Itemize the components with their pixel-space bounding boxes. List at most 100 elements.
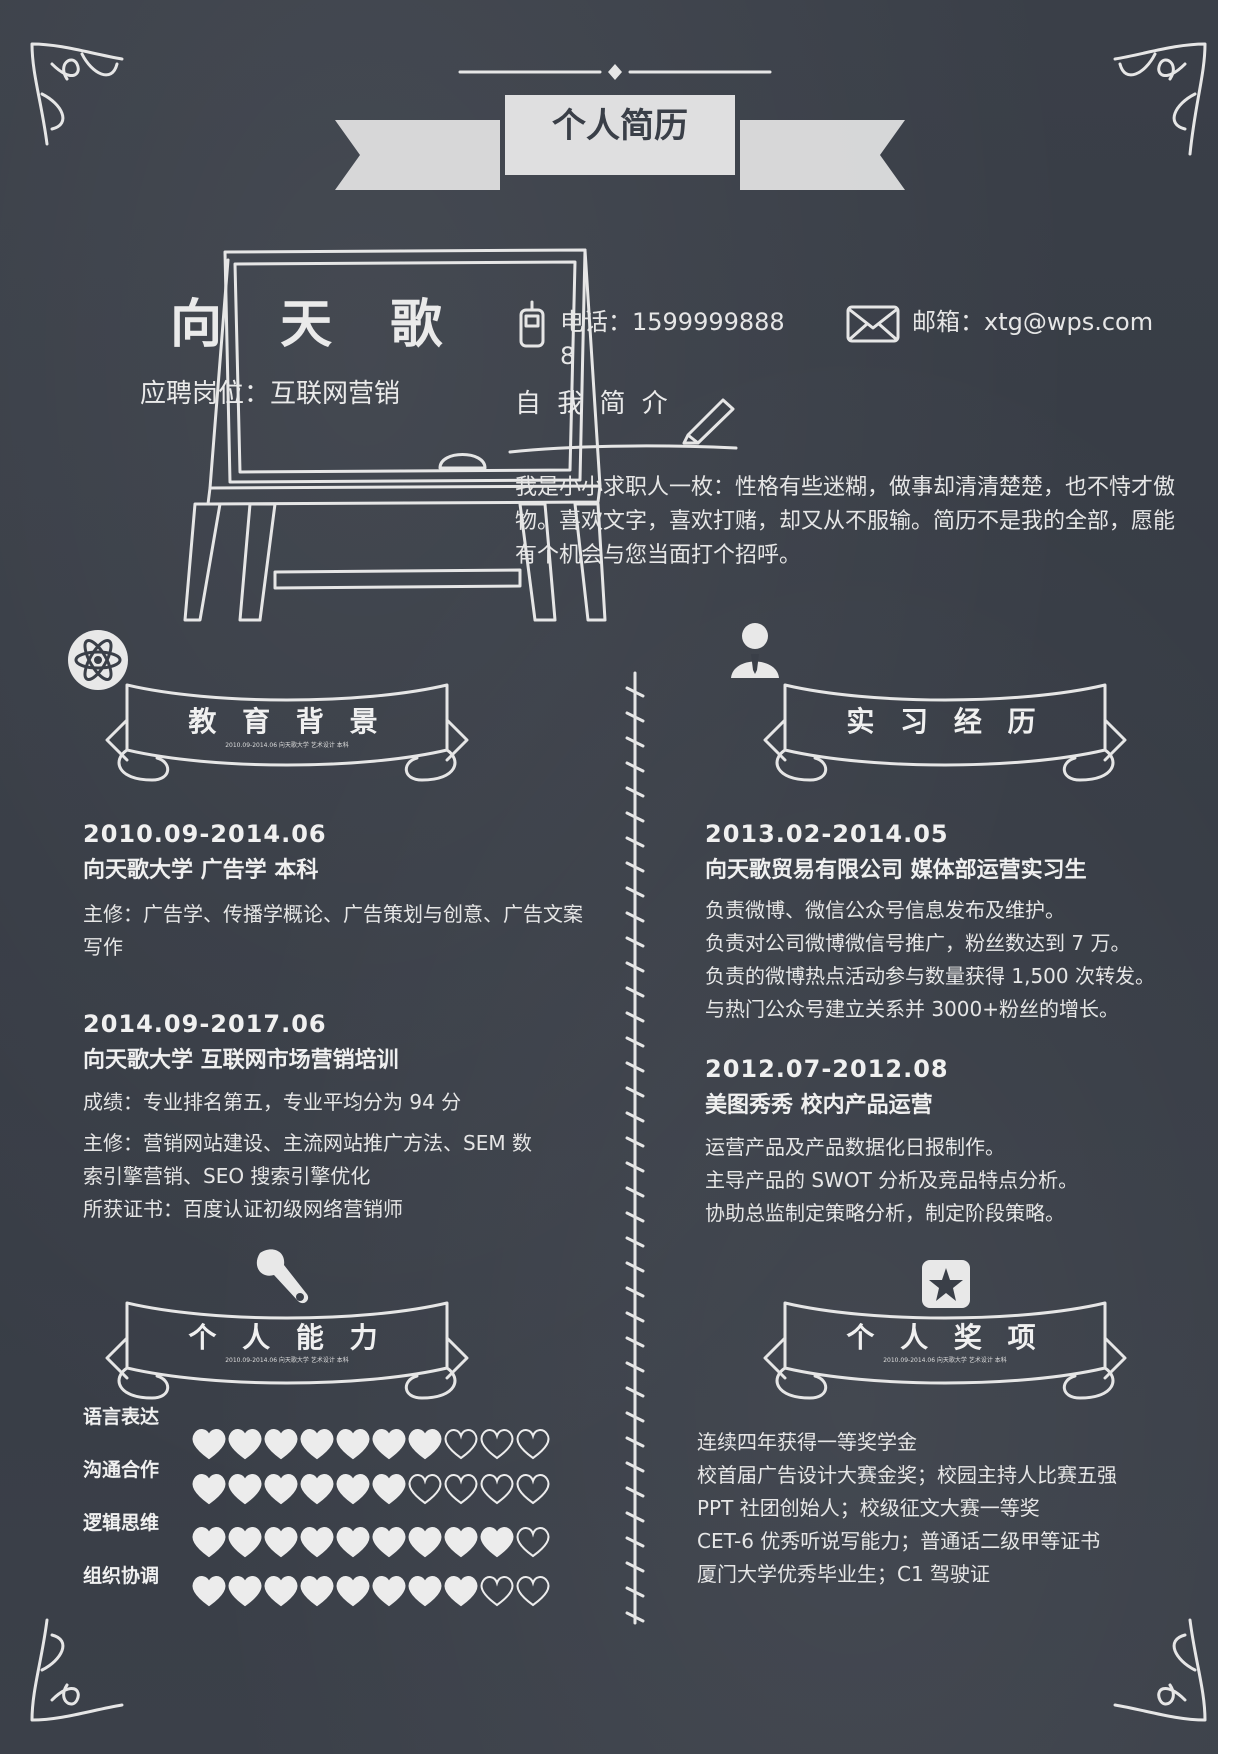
ribbon-skills xyxy=(105,1301,469,1400)
internship-detail: 负责的微博热点活动参与数量获得 1,500 次转发。 xyxy=(705,964,1155,988)
education-detail: 所获证书：百度认证初级网络营销师 xyxy=(83,1197,403,1221)
heart-filled-icon xyxy=(336,1576,370,1607)
heart-filled-icon xyxy=(264,1429,298,1460)
heart-filled-icon xyxy=(300,1576,334,1607)
intro-underline xyxy=(508,444,738,454)
heart-empty-icon xyxy=(444,1429,478,1460)
heart-filled-icon xyxy=(372,1576,406,1607)
internship-detail: 负责对公司微博微信号推广，粉丝数达到 7 万。 xyxy=(705,931,1131,955)
heart-filled-icon xyxy=(372,1429,406,1460)
internship-detail: 主导产品的 SWOT 分析及竞品特点分析。 xyxy=(705,1168,1079,1192)
heart-empty-icon xyxy=(516,1576,550,1607)
skill-rating xyxy=(192,1576,550,1607)
page-title: 个人简历 xyxy=(552,106,688,146)
internship-date: 2013.02-2014.05 xyxy=(705,820,949,848)
atom-icon xyxy=(68,630,128,690)
heart-filled-icon xyxy=(228,1429,262,1460)
awards-list: 连续四年获得一等奖学金 校首届广告设计大赛金奖；校园主持人比赛五强 PPT 社团… xyxy=(697,1426,1197,1591)
heart-filled-icon xyxy=(372,1474,406,1505)
ribbon-education xyxy=(105,683,469,782)
heart-filled-icon xyxy=(408,1576,442,1607)
internship-detail: 负责微博、微信公众号信息发布及维护。 xyxy=(705,898,1065,922)
internship-detail: 与热门公众号建立关系并 3000+粉丝的增长。 xyxy=(705,997,1120,1021)
award-item: 校首届广告设计大赛金奖；校园主持人比赛五强 xyxy=(697,1463,1117,1487)
internship-detail: 协助总监制定策略分析，制定阶段策略。 xyxy=(705,1201,1065,1225)
education-detail: 成绩：专业排名第五，专业平均分为 94 分 xyxy=(83,1090,462,1114)
internship-detail: 运营产品及产品数据化日报制作。 xyxy=(705,1135,1005,1159)
skill-row: 逻辑思维 xyxy=(83,1508,603,1561)
skill-label: 语言表达 xyxy=(83,1406,160,1428)
heart-empty-icon xyxy=(516,1429,550,1460)
ribbon-internship xyxy=(763,683,1127,782)
skill-label: 组织协调 xyxy=(83,1565,160,1587)
internship-date: 2012.07-2012.08 xyxy=(705,1055,949,1083)
skill-label: 沟通合作 xyxy=(83,1459,160,1481)
person-icon xyxy=(731,623,779,678)
award-item: PPT 社团创始人；校级征文大赛一等奖 xyxy=(697,1496,1040,1520)
education-title: 向天歌大学 广告学 本科 xyxy=(83,858,319,883)
award-item: 厦门大学优秀毕业生；C1 驾驶证 xyxy=(697,1562,991,1586)
award-item: CET-6 优秀听说写能力；普通话二级甲等证书 xyxy=(697,1529,1101,1553)
education-heading: 教 育 背 景 xyxy=(188,705,386,738)
heart-filled-icon xyxy=(336,1474,370,1505)
corner-ornament-bottom-right xyxy=(1113,1618,1207,1722)
email-icon xyxy=(846,305,900,343)
heart-filled-icon xyxy=(192,1429,226,1460)
chalkboard-icon xyxy=(183,248,607,622)
education-detail: 主修：营销网站建设、主流网站推广方法、SEM 数 xyxy=(83,1131,532,1155)
corner-ornament-top-right xyxy=(1113,42,1207,156)
star-badge-icon xyxy=(922,1260,970,1308)
heart-empty-icon xyxy=(516,1474,550,1505)
heart-filled-icon xyxy=(336,1429,370,1460)
heart-filled-icon xyxy=(192,1527,226,1558)
education-ribbon-caption: 2010.09-2014.06 向天歌大学 艺术设计 本科 xyxy=(225,742,349,749)
heart-filled-icon xyxy=(300,1429,334,1460)
education-detail: 索引擎营销、SEO 搜索引擎优化 xyxy=(83,1164,371,1188)
heart-filled-icon xyxy=(300,1474,334,1505)
internship-entry: 2012.07-2012.08 美图秀秀 校内产品运营 运营产品及产品数据化日报… xyxy=(705,1055,1205,1230)
education-date: 2014.09-2017.06 xyxy=(83,1010,327,1038)
awards-heading: 个 人 奖 项 xyxy=(846,1321,1044,1354)
pencil-icon xyxy=(682,398,735,445)
internship-entry: 2013.02-2014.05 向天歌贸易有限公司 媒体部运营实习生 负责微博、… xyxy=(705,820,1205,1055)
center-divider xyxy=(625,671,645,1625)
heart-filled-icon xyxy=(372,1527,406,1558)
heart-filled-icon xyxy=(192,1474,226,1505)
internship-list: 2013.02-2014.05 向天歌贸易有限公司 媒体部运营实习生 负责微博、… xyxy=(705,820,1205,1230)
intro-heading: 自 我 简 介 xyxy=(515,389,672,419)
heart-empty-icon xyxy=(480,1576,514,1607)
corner-ornament-bottom-left xyxy=(30,1618,124,1722)
phone-number: 电话：15999998888 xyxy=(560,308,785,370)
heart-filled-icon xyxy=(408,1429,442,1460)
heart-filled-icon xyxy=(228,1527,262,1558)
heart-filled-icon xyxy=(228,1576,262,1607)
heart-filled-icon xyxy=(336,1527,370,1558)
skill-rating xyxy=(192,1474,550,1505)
heart-filled-icon xyxy=(480,1527,514,1558)
ribbon-awards xyxy=(763,1301,1127,1400)
education-date: 2010.09-2014.06 xyxy=(83,820,327,848)
heart-filled-icon xyxy=(408,1527,442,1558)
intro-text: 我是小小求职人一枚：性格有些迷糊，做事却清清楚楚，也不恃才傲物。喜欢文字，喜欢打… xyxy=(515,475,1176,568)
heart-filled-icon xyxy=(300,1527,334,1558)
skills-ribbon-caption: 2010.09-2014.06 向天歌大学 艺术设计 本科 xyxy=(225,1357,349,1364)
education-detail: 主修：广告学、传播学概论、广告策划与创意、广告文案写作 xyxy=(83,902,583,959)
skill-rating xyxy=(192,1429,550,1460)
heart-filled-icon xyxy=(228,1474,262,1505)
heart-empty-icon xyxy=(444,1474,478,1505)
education-entry: 2010.09-2014.06 向天歌大学 广告学 本科 主修：广告学、传播学概… xyxy=(83,820,583,1010)
skills-heading: 个 人 能 力 xyxy=(188,1321,386,1354)
candidate-name: 向 天 歌 xyxy=(170,295,463,355)
internship-heading: 实 习 经 历 xyxy=(846,705,1044,738)
corner-ornament-top-left xyxy=(30,42,124,146)
education-entry: 2014.09-2017.06 向天歌大学 互联网市场营销培训 成绩：专业排名第… xyxy=(83,1010,583,1226)
email-address: 邮箱：xtg@wps.com xyxy=(912,308,1154,336)
skill-row: 沟通合作 xyxy=(83,1455,603,1508)
heart-empty-icon xyxy=(480,1429,514,1460)
skill-rating xyxy=(192,1527,550,1558)
skill-label: 逻辑思维 xyxy=(83,1512,160,1534)
heart-filled-icon xyxy=(264,1576,298,1607)
education-list: 2010.09-2014.06 向天歌大学 广告学 本科 主修：广告学、传播学概… xyxy=(83,820,583,1226)
heart-empty-icon xyxy=(480,1474,514,1505)
title-banner xyxy=(335,64,905,190)
